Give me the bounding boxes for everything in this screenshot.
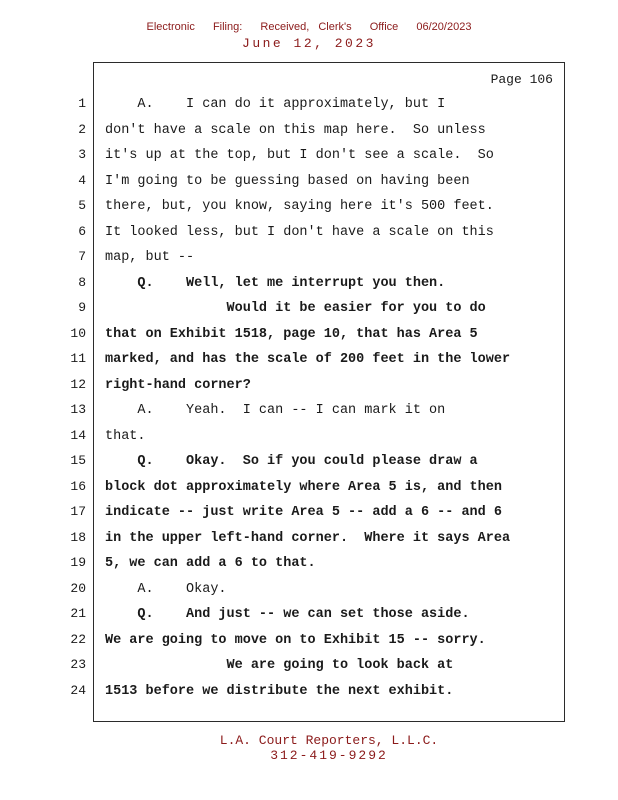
transcript-line: 17 indicate -- just write Area 5 -- add a… [56,499,576,525]
transcript-line: 9 Would it be easier for you to do [56,295,576,321]
line-text: there, but, you know, saying here it's 5… [105,199,494,214]
transcript-line: 23 We are going to look back at [56,652,576,678]
line-number: 5 [78,198,86,213]
footer-phone: 312-419-9292 [270,748,388,763]
transcript-line: 18 in the upper left-hand corner. Where i… [56,525,576,551]
page-number-label: Page 106 [490,72,553,87]
transcript-line: 7 map, but -- [56,244,576,270]
line-number: 17 [70,504,86,519]
transcript-line: 2 don't have a scale on this map here. So… [56,117,576,143]
line-number: 10 [70,325,86,341]
transcript-line: 14 that. [56,423,576,449]
transcript-line: 4 I'm going to be guessing based on havin… [56,168,576,194]
transcript-line: 22 We are going to move on to Exhibit 15 … [56,627,576,653]
transcript-line: 8 Q. Well, let me interrupt you then. [56,270,576,296]
line-number: 11 [70,351,86,366]
line-number: 13 [70,402,86,417]
transcript-line: 21 Q. And just -- we can set those aside… [56,601,576,627]
line-text: We are going to look back at [105,658,454,673]
line-number: 14 [70,427,86,443]
line-text: A. Okay. [105,581,227,597]
line-text: Q. And just -- we can set those aside. [105,607,470,622]
transcript-line: 19 5, we can add a 6 to that. [56,550,576,576]
transcript-line: 6 It looked less, but I don't have a scal… [56,219,576,245]
line-text: marked, and has the scale of 200 feet in… [105,352,511,367]
line-text: in the upper left-hand corner. Where it … [105,530,511,546]
transcript-line: 3 it's up at the top, but I don't see a s… [56,142,576,168]
line-text: It looked less, but I don't have a scale… [105,224,494,240]
line-number: 23 [70,657,86,672]
line-number: 9 [78,300,86,315]
line-text: A. I can do it approximately, but I [105,97,446,112]
transcript-lines: 1 A. I can do it approximately, but I 2 do… [56,91,576,703]
line-text: that. [105,428,146,444]
line-number: 20 [70,580,86,596]
line-number: 16 [70,478,86,494]
line-number: 18 [70,529,86,545]
transcript-line: 15 Q. Okay. So if you could please draw … [56,448,576,474]
line-text: it's up at the top, but I don't see a sc… [105,148,494,163]
line-text: 5, we can add a 6 to that. [105,556,316,571]
line-number: 15 [70,453,86,468]
transcript-line: 16 block dot approximately where Area 5 i… [56,474,576,500]
line-text: Q. Okay. So if you could please draw a [105,454,478,469]
transcript-line: 5 there, but, you know, saying here it's … [56,193,576,219]
transcript-line: 24 1513 before we distribute the next exh… [56,678,576,704]
line-text: indicate -- just write Area 5 -- add a 6… [105,505,502,520]
transcript-line: 20 A. Okay. [56,576,576,602]
line-number: 12 [70,376,86,392]
line-number: 19 [70,555,86,570]
line-text: map, but -- [105,250,195,265]
line-text: 1513 before we distribute the next exhib… [105,683,454,699]
line-number: 22 [70,631,86,647]
footer-company: L.A. Court Reporters, L.L.C. [219,733,439,748]
line-number: 24 [70,682,86,698]
line-text: that on Exhibit 1518, page 10, that has … [105,326,478,342]
line-text: I'm going to be guessing based on having… [105,173,470,189]
line-text: A. Yeah. I can -- I can mark it on [105,403,446,418]
line-number: 2 [78,121,86,137]
line-text: We are going to move on to Exhibit 15 --… [105,632,486,648]
line-number: 3 [78,147,86,162]
efiling-stamp: Electronic Filing: Received, Clerk's Off… [146,21,472,33]
line-number: 21 [70,606,86,621]
transcript-line: 11 marked, and has the scale of 200 feet … [56,346,576,372]
line-text: Q. Well, let me interrupt you then. [105,275,446,291]
line-number: 4 [78,172,86,188]
line-number: 1 [78,96,86,111]
transcript-page-border [93,62,565,722]
line-text: Would it be easier for you to do [105,301,486,316]
line-number: 8 [78,274,86,290]
line-number: 6 [78,223,86,239]
efiling-date: June 12, 2023 [242,36,376,51]
transcript-line: 1 A. I can do it approximately, but I [56,91,576,117]
transcript-line: 10 that on Exhibit 1518, page 10, that ha… [56,321,576,347]
line-number: 7 [78,249,86,264]
line-text: block dot approximately where Area 5 is,… [105,479,502,495]
line-text: don't have a scale on this map here. So … [105,122,486,138]
transcript-line: 12 right-hand corner? [56,372,576,398]
transcript-line: 13 A. Yeah. I can -- I can mark it on [56,397,576,423]
line-text: right-hand corner? [105,377,251,393]
